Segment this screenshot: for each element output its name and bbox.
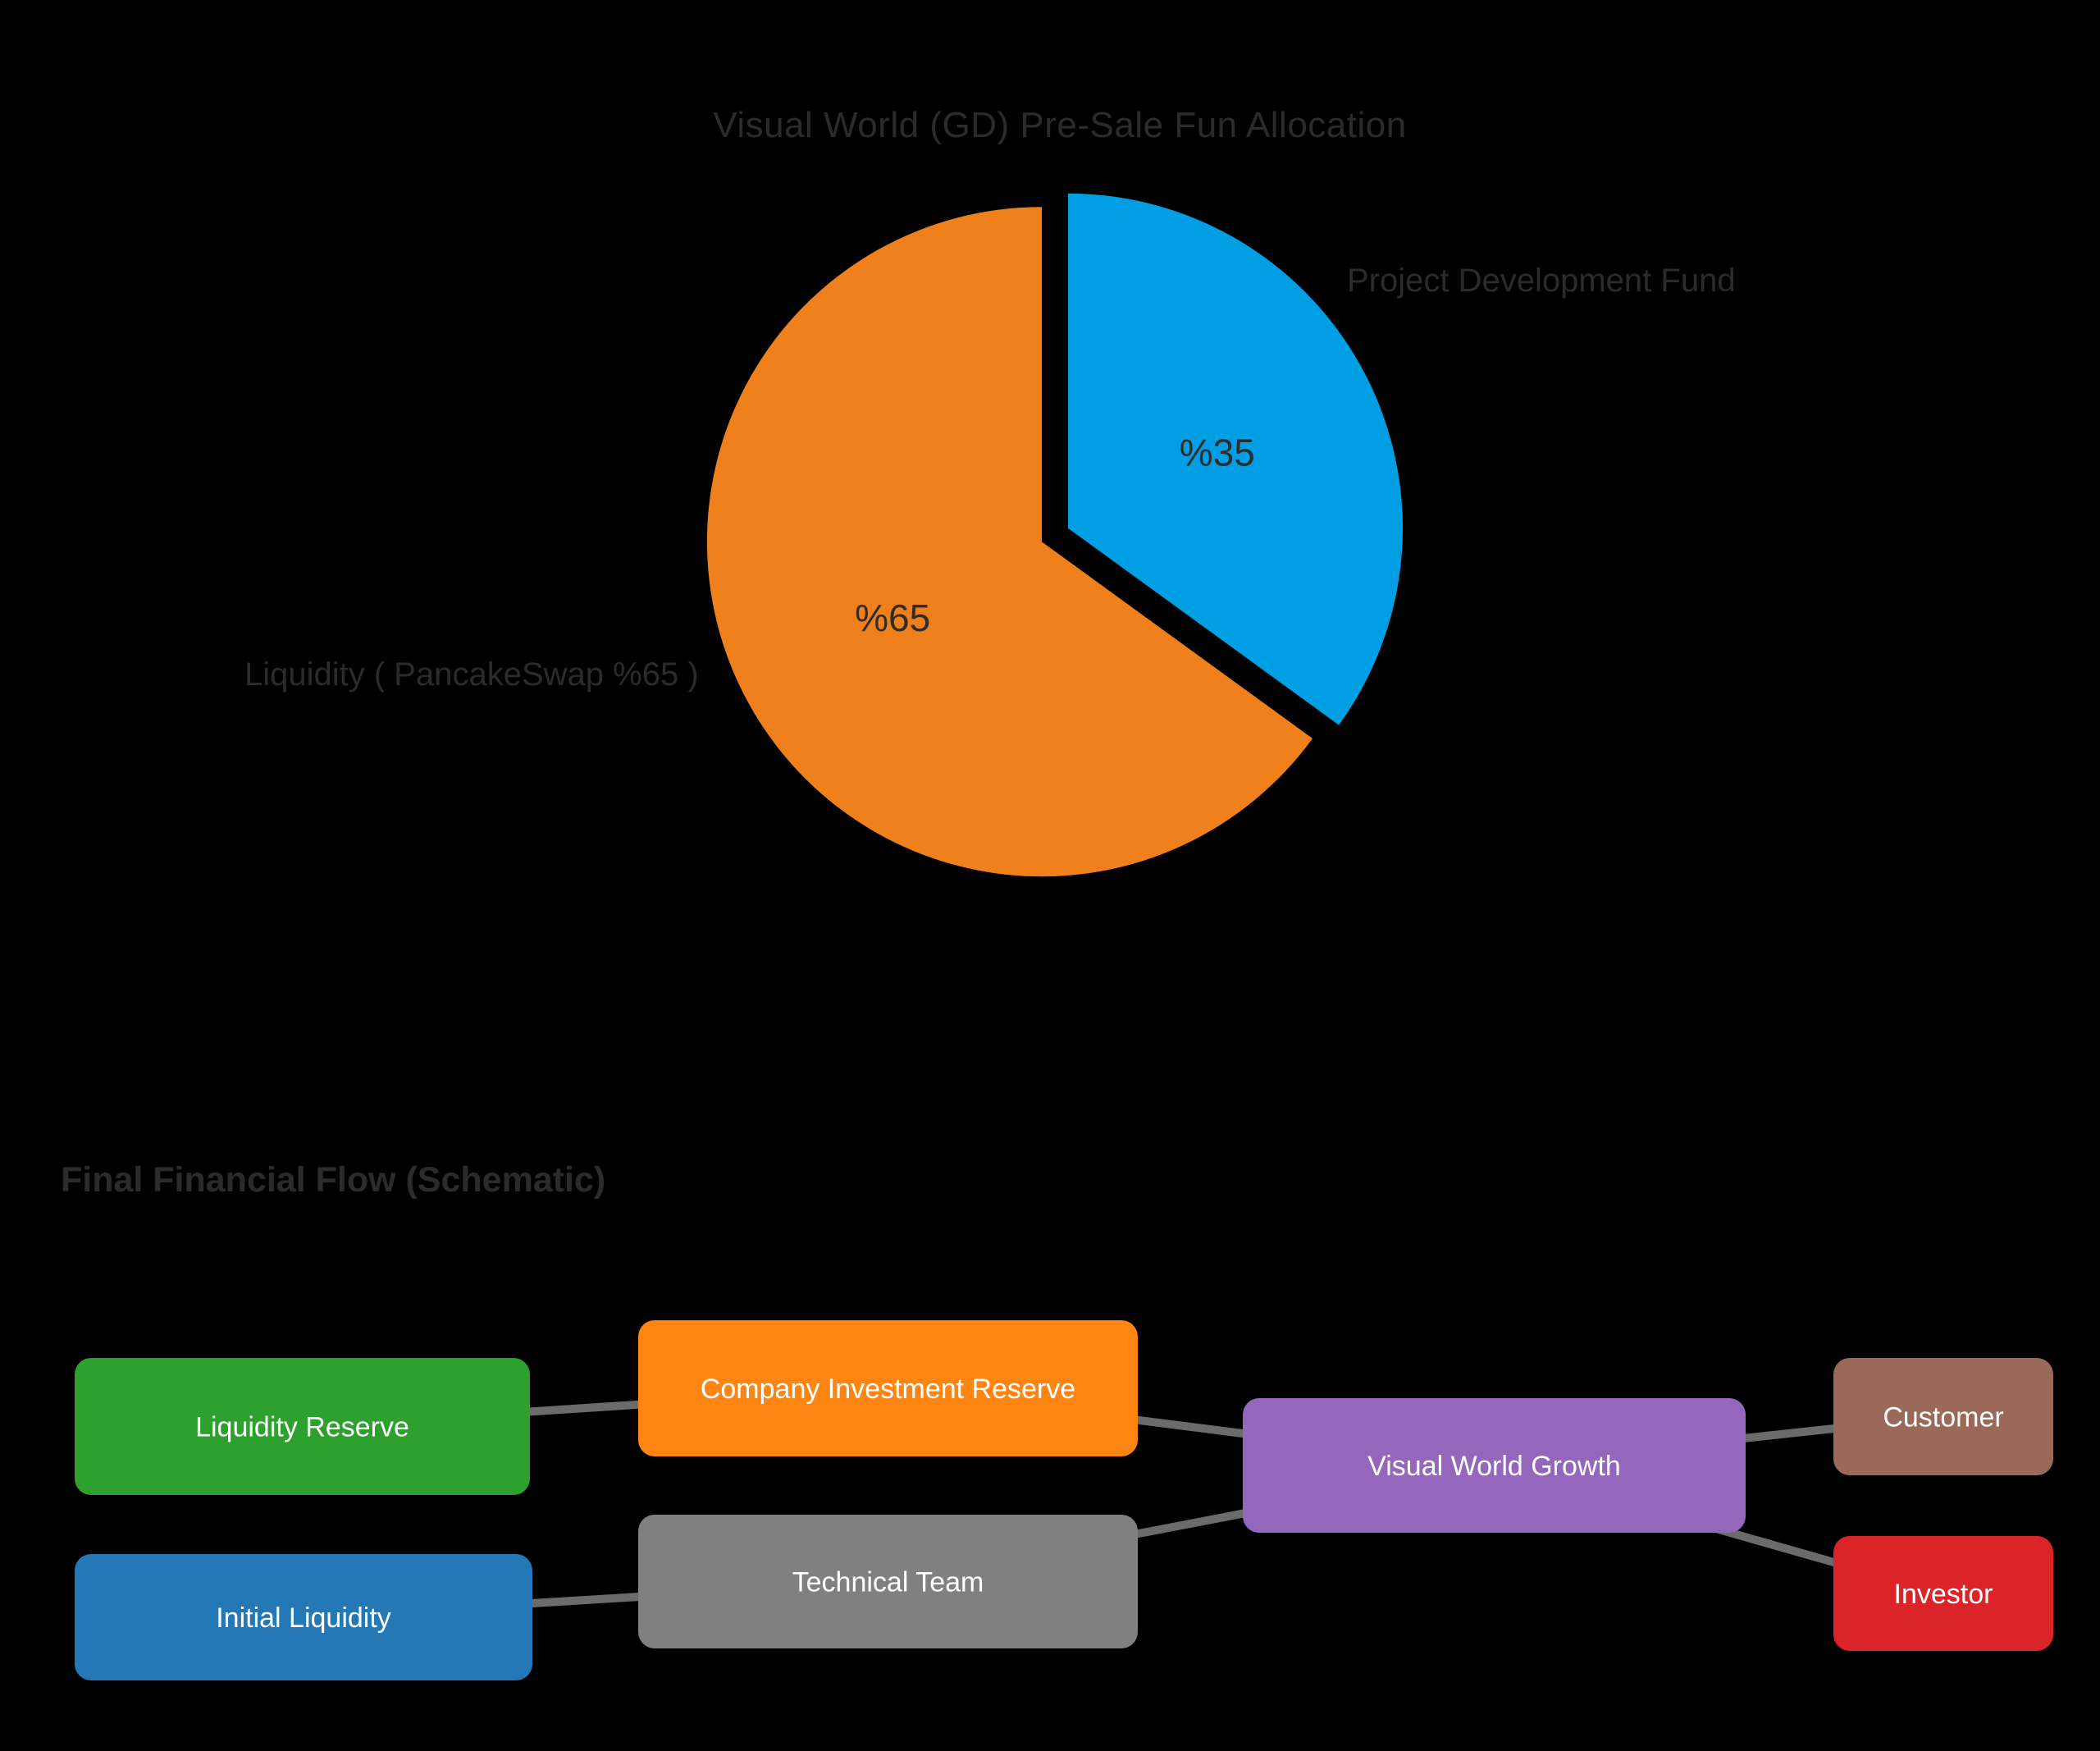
pie-slice-pct-label-1: %65 <box>855 597 930 639</box>
flow-node-liquidity-reserve <box>75 1358 530 1495</box>
flow-node-label-investor: Investor <box>1894 1579 1993 1610</box>
flow-node-label-liquidity-reserve: Liquidity Reserve <box>195 1411 409 1442</box>
pie-chart-title: Visual World (GD) Pre-Sale Fun Allocatio… <box>713 105 1407 145</box>
flow-node-visual-world-growth <box>1243 1398 1746 1533</box>
flow-node-initial-liquidity <box>75 1554 532 1680</box>
pie-slice-label-liquidity-pancakeswap: Liquidity ( PancakeSwap %65 ) <box>244 656 699 693</box>
pie-slice-1 <box>706 207 1312 877</box>
flow-node-customer <box>1833 1358 2053 1475</box>
pie-slice-pct-label-0: %35 <box>1180 431 1255 473</box>
flow-node-label-technical-team: Technical Team <box>792 1566 984 1598</box>
flow-diagram-title: Final Financial Flow (Schematic) <box>61 1160 606 1200</box>
pie-slice-0 <box>1068 193 1404 725</box>
flow-node-label-visual-world-growth: Visual World Growth <box>1367 1451 1621 1482</box>
flow-node-label-customer: Customer <box>1883 1401 2003 1433</box>
flow-node-technical-team <box>638 1515 1138 1648</box>
pie-slice-label-project-development-fund: Project Development Fund <box>1347 263 1736 299</box>
flow-node-label-initial-liquidity: Initial Liquidity <box>216 1602 391 1634</box>
flow-node-company-investment-reserve <box>638 1320 1138 1456</box>
flow-node-label-company-investment-reserve: Company Investment Reserve <box>701 1374 1075 1405</box>
flow-node-investor <box>1833 1536 2053 1651</box>
